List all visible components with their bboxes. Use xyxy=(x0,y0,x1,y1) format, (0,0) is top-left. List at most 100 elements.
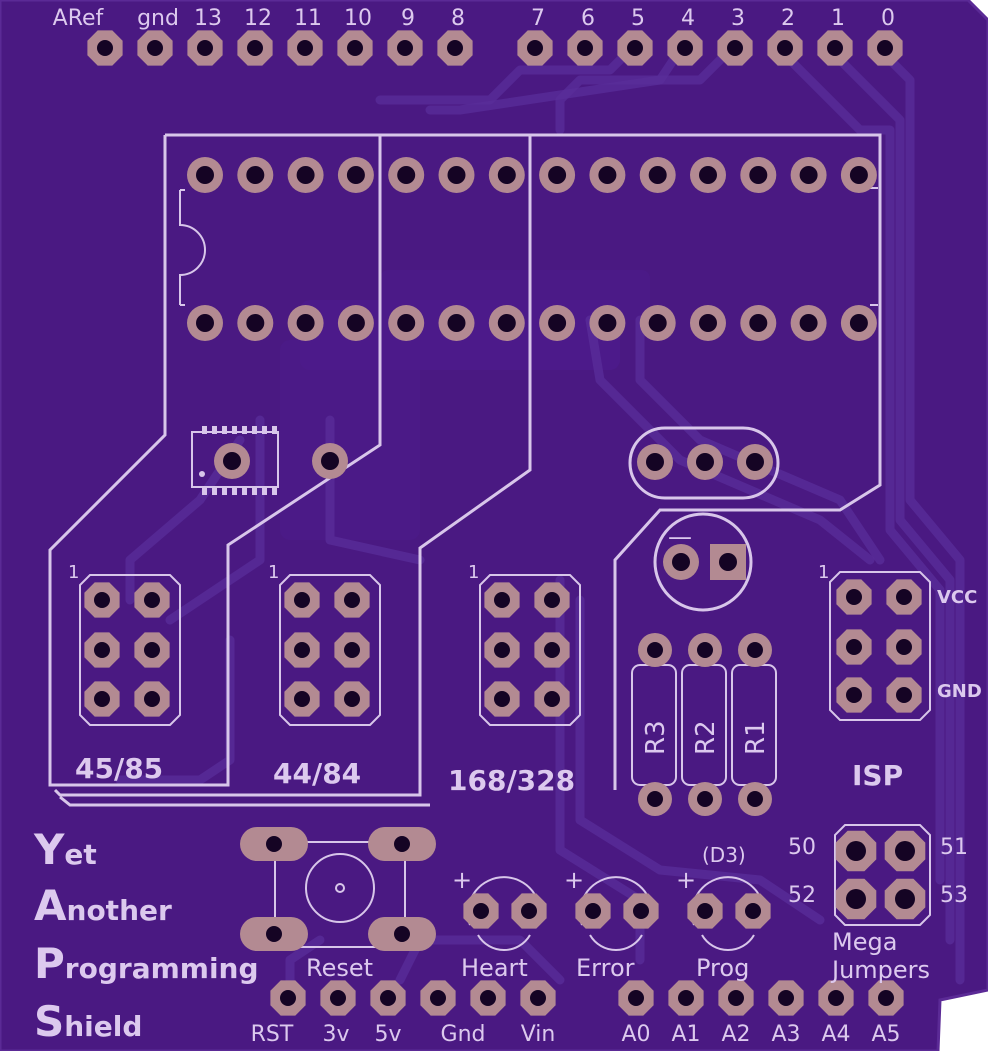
drill-hole xyxy=(346,166,365,184)
drill-hole xyxy=(697,903,713,919)
drill-hole xyxy=(697,791,713,807)
chip-lead xyxy=(202,487,207,495)
pin1-marker: 1 xyxy=(818,562,829,583)
drill-hole xyxy=(678,990,694,1006)
resistor-r3-label: R3 xyxy=(641,720,671,755)
drill-hole xyxy=(144,691,160,707)
drill-hole xyxy=(548,166,567,184)
drill-hole xyxy=(878,990,894,1006)
analog-pin-label: A0 xyxy=(621,1022,650,1047)
title-initial: S xyxy=(34,997,64,1046)
drill-hole xyxy=(747,642,763,658)
pin-label: 4 xyxy=(681,6,695,31)
drill-hole xyxy=(877,40,893,56)
drill-hole xyxy=(828,990,844,1006)
drill-hole xyxy=(544,592,560,608)
mega-pin-52: 52 xyxy=(788,883,816,908)
drill-hole xyxy=(497,166,516,184)
drill-hole xyxy=(294,642,310,658)
chip-lead xyxy=(202,426,207,434)
chip-lead xyxy=(212,487,217,495)
analog-pin-label: A3 xyxy=(771,1022,800,1047)
analog-pin-label: A1 xyxy=(671,1022,700,1047)
led-labels: + + + Heart Error Prog (D3) xyxy=(452,843,749,982)
drill-hole xyxy=(296,314,315,332)
drill-hole xyxy=(628,990,644,1006)
pin-label: 7 xyxy=(531,6,545,31)
isp-gnd-label: GND xyxy=(937,681,982,702)
led-plus-marker: + xyxy=(564,866,584,894)
drill-hole xyxy=(577,40,593,56)
isp-vcc-label: VCC xyxy=(937,587,977,608)
pin-label: 0 xyxy=(881,6,895,31)
drill-hole xyxy=(699,166,717,184)
drill-hole xyxy=(544,642,560,658)
pin-label: 11 xyxy=(294,6,322,31)
drill-hole xyxy=(677,40,693,56)
drill-hole xyxy=(473,903,489,919)
drill-hole xyxy=(94,642,110,658)
drill-hole xyxy=(144,592,160,608)
drill-hole xyxy=(846,589,862,605)
drill-hole xyxy=(294,691,310,707)
led-heart-label: Heart xyxy=(461,954,528,982)
drill-hole xyxy=(196,166,214,184)
pin-label: 2 xyxy=(781,6,795,31)
drill-hole xyxy=(749,314,768,332)
jumpers-label: Jumpers xyxy=(830,956,930,984)
drill-hole xyxy=(727,40,743,56)
drill-hole xyxy=(696,453,714,471)
mega-pin-50: 50 xyxy=(788,835,816,860)
drill-hole xyxy=(846,889,866,909)
led-plus-marker: + xyxy=(452,866,472,894)
chip-lead xyxy=(212,426,217,434)
chip-lead xyxy=(252,426,257,434)
drill-hole xyxy=(699,314,717,332)
drill-hole xyxy=(94,691,110,707)
socket-label-44-84: 44/84 xyxy=(273,757,361,790)
pin-label: gnd xyxy=(137,6,179,31)
drill-hole xyxy=(394,926,410,942)
drill-hole xyxy=(266,926,282,942)
analog-pin-label: A2 xyxy=(721,1022,750,1047)
drill-hole xyxy=(777,40,793,56)
drill-hole xyxy=(719,553,737,571)
title-rest: nother xyxy=(67,894,172,927)
drill-hole xyxy=(598,166,617,184)
top-header-labels: ARef gnd 13 12 11 10 9 8 7 6 5 4 3 2 1 0 xyxy=(53,6,895,31)
drill-hole xyxy=(97,40,113,56)
chip-lead xyxy=(272,487,277,495)
pin-label: 12 xyxy=(244,6,272,31)
pin-label: 13 xyxy=(194,6,222,31)
drill-hole xyxy=(527,40,543,56)
pads-layer xyxy=(84,30,926,1016)
mega-label: Mega xyxy=(832,928,897,956)
chip-lead xyxy=(242,487,247,495)
drill-hole xyxy=(548,314,567,332)
drill-hole xyxy=(827,40,843,56)
drill-hole xyxy=(799,314,818,332)
drill-hole xyxy=(627,40,643,56)
drill-hole xyxy=(347,40,363,56)
pin-label: 9 xyxy=(401,6,415,31)
drill-hole xyxy=(778,990,794,1006)
chip-lead xyxy=(262,487,267,495)
title-rest: et xyxy=(64,838,96,871)
drill-hole xyxy=(745,903,761,919)
mega-labels: 50 51 52 53 Mega Jumpers xyxy=(788,835,968,984)
led-plus-marker: + xyxy=(676,866,696,894)
drill-hole xyxy=(480,990,496,1006)
pin-label: ARef xyxy=(53,6,105,31)
drill-hole xyxy=(633,903,649,919)
drill-hole xyxy=(247,40,263,56)
resistor-r1-label: R1 xyxy=(741,720,771,755)
drill-hole xyxy=(346,314,365,332)
drill-hole xyxy=(321,452,339,470)
drill-hole xyxy=(646,453,664,471)
chip-lead xyxy=(262,426,267,434)
drill-hole xyxy=(648,314,667,332)
drill-hole xyxy=(799,166,818,184)
drill-hole xyxy=(497,314,516,332)
reset-label: Reset xyxy=(306,954,373,982)
